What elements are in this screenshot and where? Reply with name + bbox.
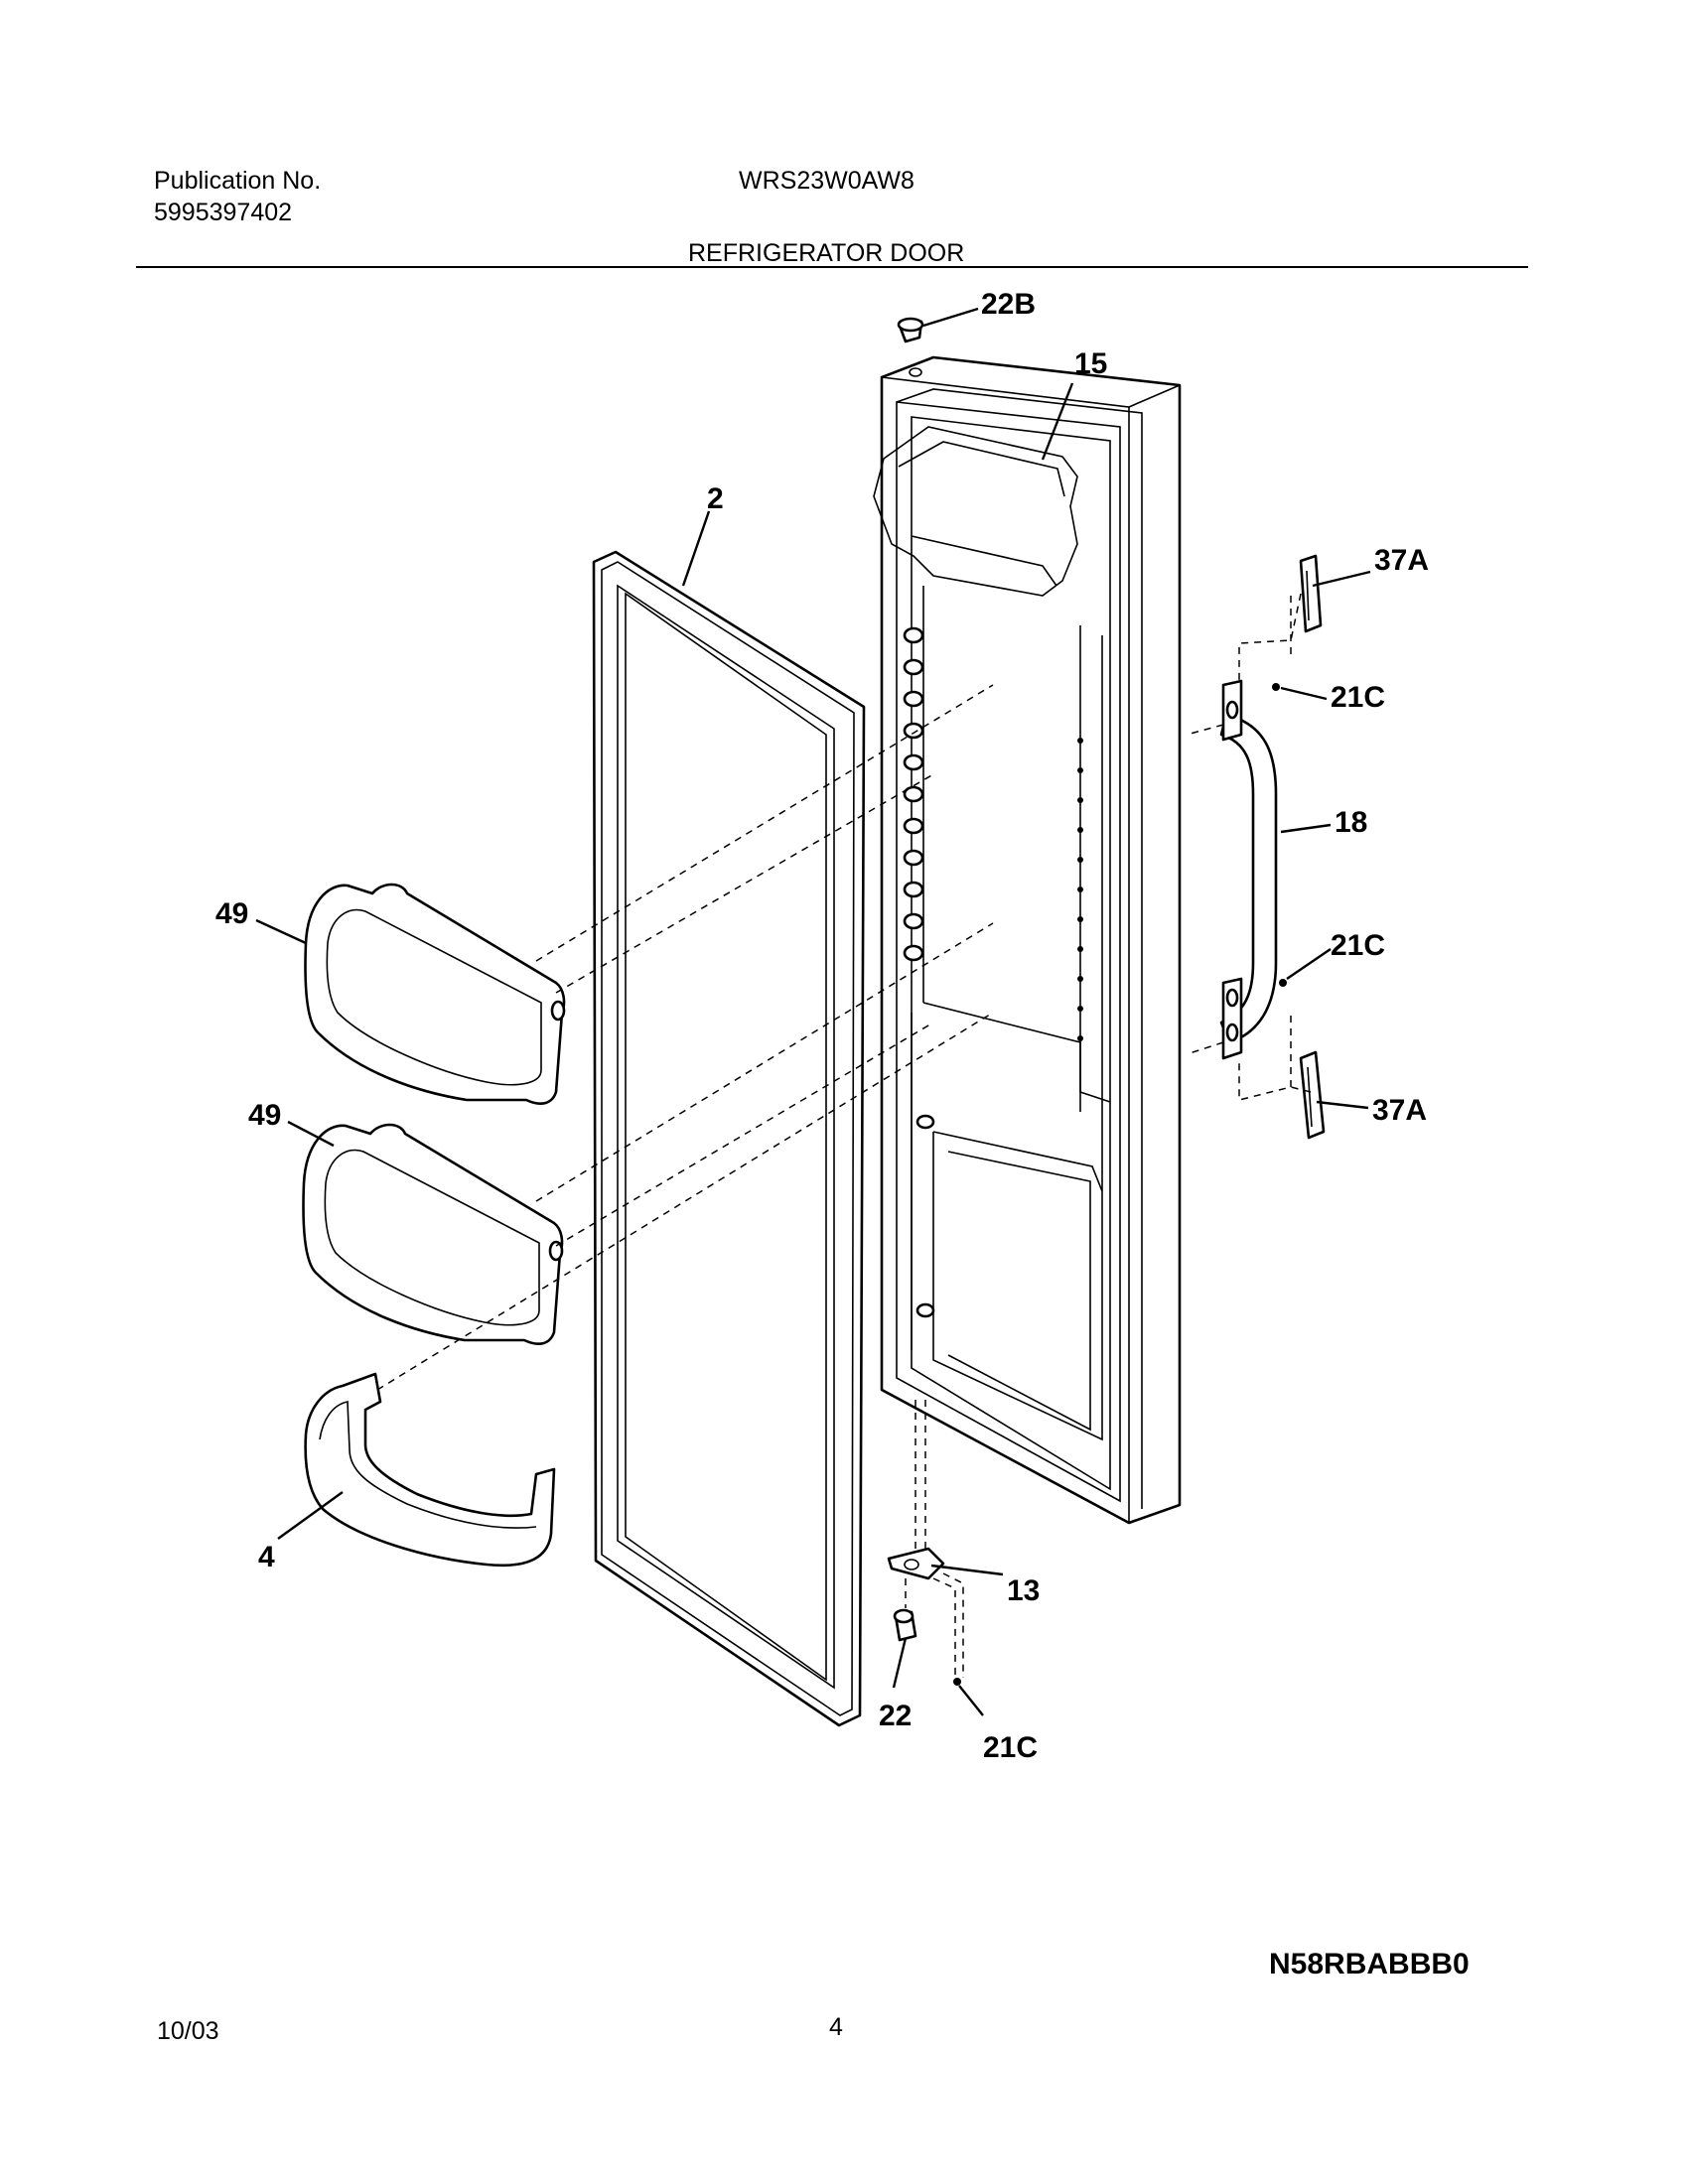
section-title: REFRIGERATOR DOOR	[688, 239, 965, 267]
callout-2: 2	[707, 482, 724, 515]
bin-supports	[903, 626, 935, 1318]
leader-lines	[255, 307, 1371, 1716]
page-number: 4	[829, 2013, 843, 2041]
footer-date: 10/03	[157, 2017, 219, 2045]
callout-37A-top: 37A	[1374, 544, 1429, 577]
door-bin-lower	[304, 1372, 556, 1568]
callout-18: 18	[1335, 806, 1367, 839]
door-bin-upper	[304, 883, 566, 1106]
callout-21C-top: 21C	[1331, 681, 1385, 714]
bushing-bottom	[893, 1608, 917, 1642]
callout-4: 4	[258, 1541, 275, 1573]
handle-end-cap-top	[1299, 554, 1323, 633]
callout-21C-middle: 21C	[1331, 929, 1385, 962]
bushing-top	[897, 317, 924, 343]
door-handle	[1219, 679, 1278, 1060]
publication-number: 5995397402	[154, 199, 293, 226]
hinge-bracket	[887, 1547, 945, 1580]
callout-49-top: 49	[215, 897, 248, 930]
callout-49-bottom: 49	[248, 1099, 281, 1132]
callout-15: 15	[1074, 347, 1107, 380]
door-gasket	[592, 550, 866, 1727]
callout-labels: 22B 15 2 37A 21C 18 21C 37A 49 49 4 13 2…	[215, 288, 1429, 1764]
callout-13: 13	[1007, 1574, 1040, 1607]
assembly-lines	[376, 593, 1312, 1678]
publication-label: Publication No.	[154, 167, 322, 195]
diagram-code: N58RBABBB0	[1269, 1948, 1470, 1980]
handle-end-cap-bottom	[1299, 1050, 1326, 1140]
door-assembly	[873, 355, 1182, 1525]
model-number: WRS23W0AW8	[739, 167, 914, 195]
door-bin-middle	[302, 1123, 564, 1346]
screws	[953, 683, 1287, 1686]
callout-22B: 22B	[981, 288, 1036, 321]
callout-21C-bottom: 21C	[983, 1731, 1038, 1764]
right-column-dots	[1077, 738, 1083, 1041]
callout-37A-bottom: 37A	[1372, 1094, 1427, 1127]
header-rule	[136, 266, 1528, 268]
callout-22: 22	[879, 1700, 912, 1732]
